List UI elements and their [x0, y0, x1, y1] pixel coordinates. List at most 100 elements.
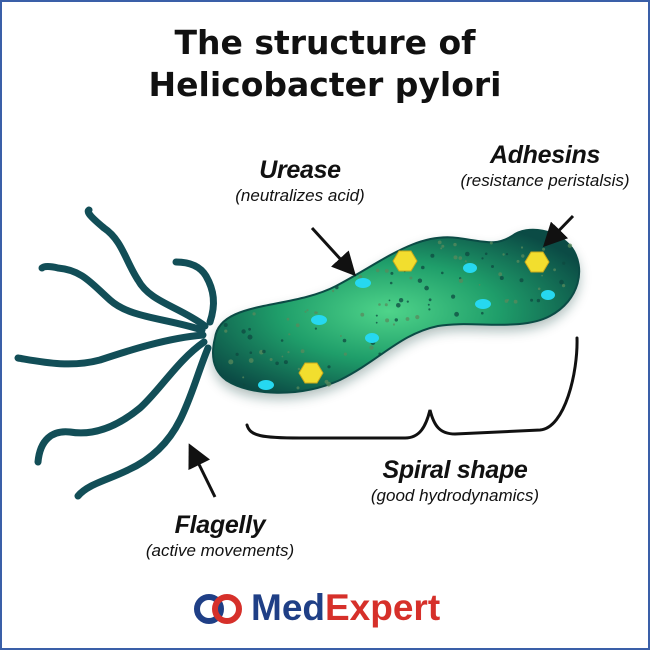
flagellum-2	[38, 263, 206, 334]
speckle-dot	[304, 310, 307, 313]
speckle-dot	[489, 241, 493, 245]
flagella-title: Flagelly	[174, 511, 266, 539]
flagellum-5	[74, 344, 212, 500]
speckle-dot	[441, 244, 445, 248]
speckle-dot	[314, 311, 317, 314]
spiral-desc: (good hydrodynamics)	[370, 486, 540, 505]
speckle-dot	[427, 303, 430, 306]
speckle-dot	[499, 276, 504, 280]
brand-name: MedExpert	[251, 585, 440, 631]
urease-granule	[365, 333, 379, 343]
urease-granule	[541, 290, 555, 300]
speckle-dot	[421, 265, 425, 270]
spiral-title: Spiral shape	[382, 456, 528, 484]
speckle-dot	[262, 349, 266, 354]
speckle-dot	[331, 289, 335, 293]
speckle-dot	[384, 269, 389, 273]
speckle-dot	[441, 271, 444, 275]
speckle-dot	[360, 312, 365, 317]
flagellum-6	[172, 258, 217, 326]
speckle-dot	[224, 329, 228, 333]
flagellum-4	[34, 338, 208, 466]
speckle-dot	[375, 321, 378, 324]
speckle-dot	[491, 265, 494, 268]
urease-granules	[258, 263, 555, 390]
title-line-1: The structure of	[174, 23, 476, 62]
speckle-dot	[327, 365, 331, 369]
flagella-label: Flagelly (active movements)	[120, 510, 320, 562]
speckle-dot	[428, 298, 432, 302]
speckle-dot	[228, 359, 234, 365]
adhesins-title: Adhesins	[489, 141, 601, 169]
speckle-dot	[385, 318, 390, 323]
speckle-dot	[504, 299, 509, 303]
medexpert-logo: MedExpert	[185, 585, 475, 631]
speckle-dot	[378, 352, 382, 356]
speckle-dot	[389, 281, 393, 285]
speckle-dot	[242, 383, 246, 387]
speckle-dot	[306, 309, 309, 312]
speckle-dot	[297, 367, 301, 371]
adhesin-hexagon	[524, 251, 550, 273]
speckle-dot	[343, 352, 347, 356]
body-speckles	[223, 240, 573, 390]
speckle-dot	[247, 334, 253, 340]
speckle-dot	[406, 300, 409, 303]
adhesins	[298, 250, 550, 384]
urease-granule	[463, 263, 477, 273]
interlocking-rings-icon	[194, 594, 242, 624]
speckle-dot	[520, 246, 524, 249]
speckle-dot	[409, 276, 413, 280]
brand-part-1: Med	[251, 587, 325, 628]
speckle-dot	[553, 268, 556, 272]
urease-arrow	[310, 226, 357, 277]
speckle-dot	[415, 315, 420, 320]
speckle-dot	[358, 274, 363, 279]
speckle-dot	[241, 329, 246, 334]
speckle-dot	[375, 268, 380, 273]
speckle-dot	[478, 283, 481, 286]
page-title: The structure of Helicobacter pylori	[0, 22, 650, 106]
speckle-dot	[530, 298, 534, 302]
speckle-dot	[505, 253, 509, 256]
speckle-dot	[458, 256, 463, 260]
urease-granule	[258, 380, 274, 390]
adhesins-arrow	[542, 214, 575, 248]
speckle-dot	[235, 352, 239, 356]
speckle-dot	[394, 318, 398, 322]
adhesin-hexagon	[298, 362, 324, 384]
speckle-dot	[437, 240, 442, 245]
flagella	[14, 206, 217, 500]
speckle-dot	[342, 338, 347, 343]
title-line-2: Helicobacter pylori	[148, 65, 502, 104]
speckle-dot	[223, 323, 228, 327]
urease-granule	[355, 278, 371, 288]
speckle-dot	[339, 335, 342, 337]
adhesins-desc: (resistance peristalsis)	[460, 171, 630, 190]
speckle-dot	[519, 278, 524, 283]
flagella-desc: (active movements)	[145, 541, 295, 560]
urease-granule	[311, 315, 327, 325]
speckle-dot	[287, 351, 290, 354]
speckle-dot	[454, 311, 459, 317]
speckle-dot	[326, 381, 332, 387]
speckle-dot	[288, 333, 291, 336]
speckle-dot	[481, 257, 484, 260]
brand-part-2: Expert	[325, 587, 441, 628]
adhesin-hexagon	[392, 250, 418, 272]
speckle-dot	[542, 247, 546, 251]
speckle-dot	[567, 243, 573, 248]
speckle-dot	[502, 253, 505, 256]
speckle-dot	[314, 327, 317, 330]
speckle-dot	[384, 303, 388, 307]
speckle-dot	[398, 298, 404, 303]
spiral-brace	[245, 336, 579, 440]
speckle-dot	[249, 351, 253, 355]
speckle-dot	[453, 242, 457, 247]
speckle-dot	[335, 285, 339, 290]
speckle-dot	[559, 279, 564, 285]
speckle-dot	[242, 376, 245, 379]
speckle-dot	[453, 255, 458, 260]
speckle-dot	[369, 345, 374, 350]
